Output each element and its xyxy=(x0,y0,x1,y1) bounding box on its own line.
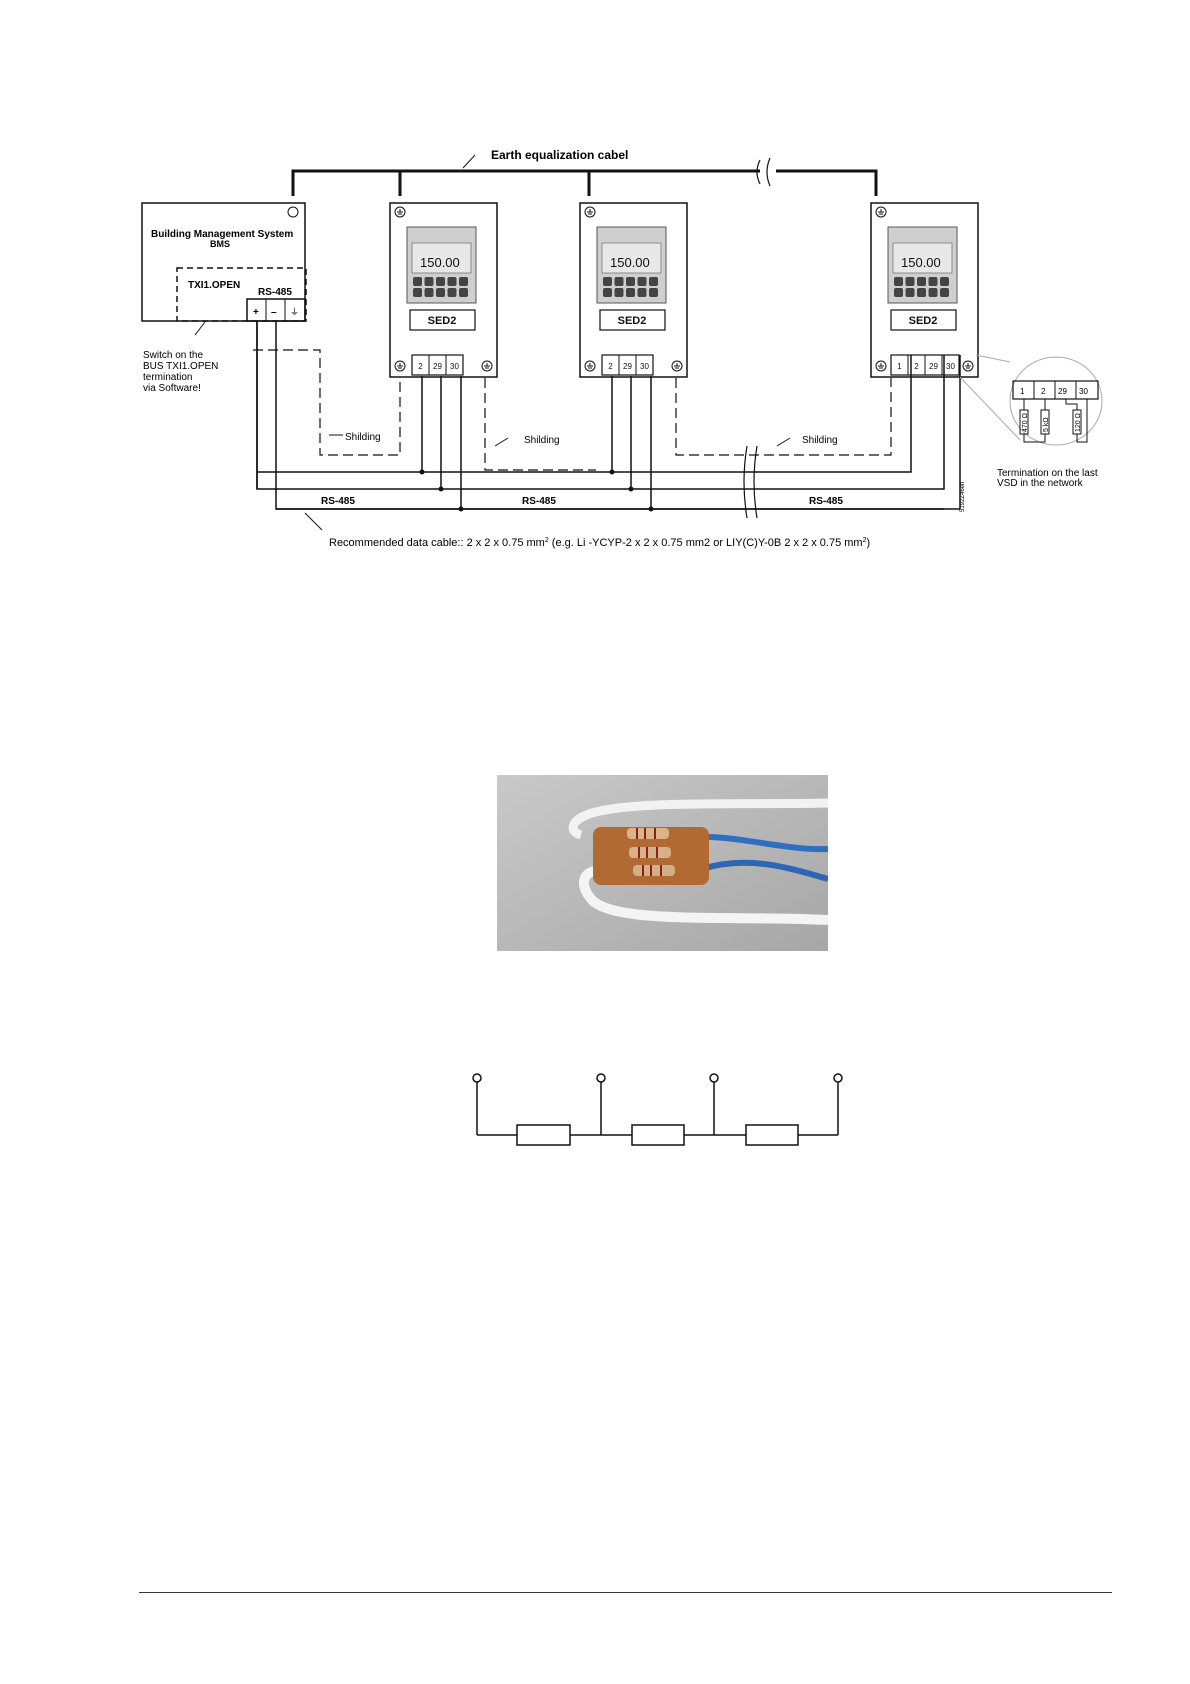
terminal-number: 2 xyxy=(914,362,919,371)
ground-icon xyxy=(875,360,887,372)
drive-label: SED2 xyxy=(909,315,938,327)
cable-note: Recommended data cable:: 2 x 2 x 0.75 mm… xyxy=(329,537,870,549)
drive-label: SED2 xyxy=(618,315,647,327)
terminal-strip xyxy=(601,354,654,376)
bus-label-3: RS-485 xyxy=(809,496,843,507)
bms-port: RS-485 xyxy=(258,287,292,298)
ground-icon xyxy=(962,360,974,372)
bms-terminal-plus: + xyxy=(253,307,259,318)
ground-icon xyxy=(671,360,683,372)
termination-note-line-1: Termination on the last xyxy=(997,468,1098,479)
ground-icon xyxy=(287,206,299,218)
switch-note-line-3: termination xyxy=(143,372,192,383)
resistor-label-5k: 5 kΩ xyxy=(1043,417,1050,432)
switch-note-line-1: Switch on the xyxy=(143,350,203,361)
terminal-number: 30 xyxy=(946,362,955,371)
term-terminal-29: 29 xyxy=(1058,387,1067,396)
resistor-label-120: 120 Ω xyxy=(1075,413,1082,432)
switch-note-line-2: BUS TXI1.OPEN xyxy=(143,361,218,372)
terminal-node xyxy=(709,1073,719,1083)
shield-label-2: Shilding xyxy=(524,435,560,446)
ground-icon xyxy=(394,360,406,372)
termination-resistor-photo xyxy=(497,775,828,951)
termination-note-line-2: VSD in the network xyxy=(997,478,1084,489)
ground-icon xyxy=(584,206,596,218)
bms-terminal-ground-icon: ⏚ xyxy=(290,307,299,317)
terminal-number: 29 xyxy=(433,362,442,371)
term-terminal-30: 30 xyxy=(1079,387,1088,396)
terminal-number: 2 xyxy=(608,362,613,371)
bus-label-2: RS-485 xyxy=(522,496,556,507)
terminal-number: 29 xyxy=(623,362,632,371)
bms-terminal-minus: – xyxy=(271,307,277,318)
drive-label-box xyxy=(599,309,666,331)
terminal-number: 30 xyxy=(640,362,649,371)
terminal-node xyxy=(472,1073,482,1083)
resistor-label-470: 470 Ω xyxy=(1022,413,1029,432)
ground-icon xyxy=(875,206,887,218)
bus-label-1: RS-485 xyxy=(321,496,355,507)
earth-label: Earth equalization cabel xyxy=(491,148,628,162)
bms-subtitle: BMS xyxy=(210,239,230,249)
switch-note-line-4: via Software! xyxy=(143,383,201,394)
terminal-strip xyxy=(411,354,464,376)
ground-icon xyxy=(394,206,406,218)
drive-label: SED2 xyxy=(428,315,457,327)
term-terminal-1: 1 xyxy=(1020,387,1025,396)
terminal-number: 1 xyxy=(897,362,902,371)
display-readout: 150.00 xyxy=(420,255,460,270)
resistor xyxy=(745,1124,799,1146)
shield-label-3: Shilding xyxy=(802,435,838,446)
bms-module: TXI1.OPEN xyxy=(188,280,240,291)
shield-label-1: Shilding xyxy=(345,432,381,443)
terminal-number: 30 xyxy=(450,362,459,371)
resistor xyxy=(516,1124,571,1146)
display-readout: 150.00 xyxy=(610,255,650,270)
display-readout: 150.00 xyxy=(901,255,941,270)
drive-label-box xyxy=(890,309,957,331)
terminal-number: 29 xyxy=(929,362,938,371)
ground-icon xyxy=(481,360,493,372)
terminal-number: 2 xyxy=(418,362,423,371)
footer-divider xyxy=(139,1592,1112,1593)
resistor xyxy=(631,1124,685,1146)
drive-label-box xyxy=(409,309,476,331)
terminal-node xyxy=(833,1073,843,1083)
drawing-number: 5192Z46en xyxy=(960,482,966,512)
term-terminal-2: 2 xyxy=(1041,387,1046,396)
ground-icon xyxy=(584,360,596,372)
bms-title: Building Management System xyxy=(151,229,293,240)
terminal-node xyxy=(596,1073,606,1083)
